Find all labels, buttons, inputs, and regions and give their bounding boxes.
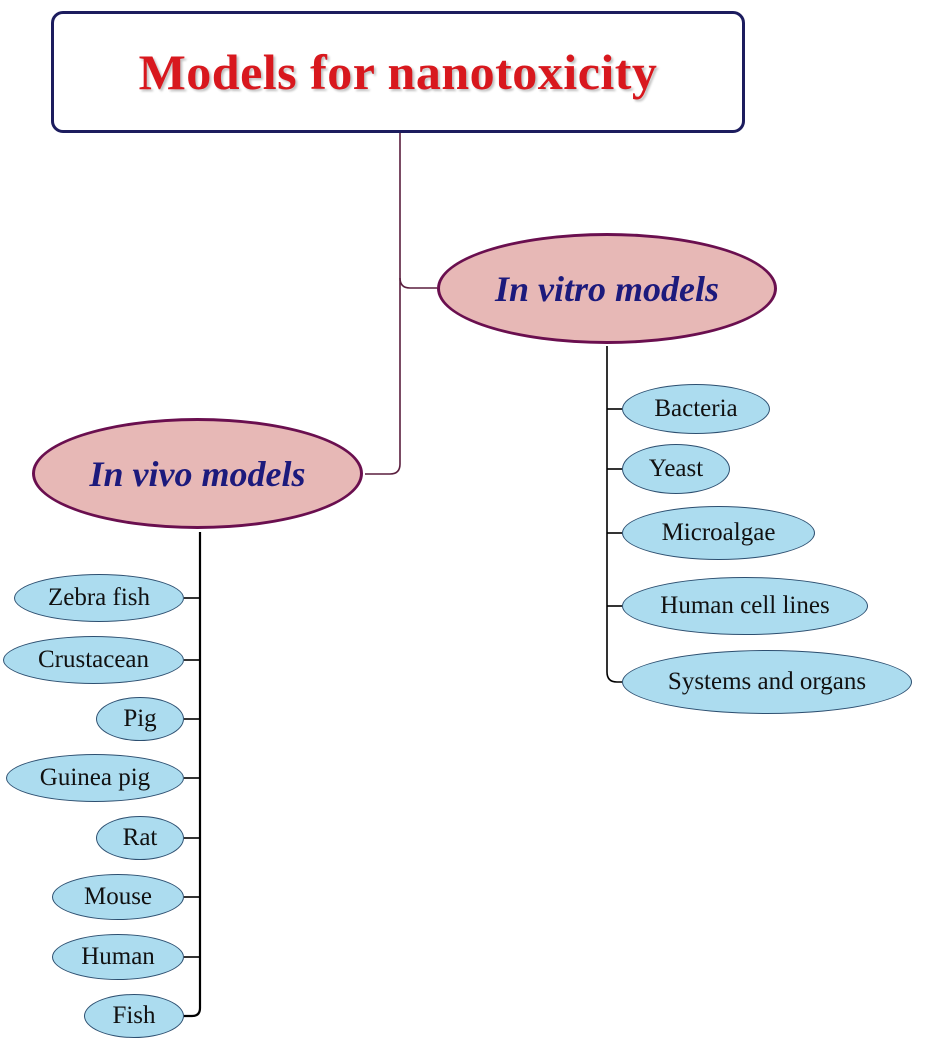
leaf-systems-and-organs: Systems and organs [622,650,912,714]
leaf-rat: Rat [96,816,184,860]
leaf-fish: Fish [84,994,184,1038]
leaf-mouse: Mouse [52,874,184,920]
leaf-human-cell-lines: Human cell lines [622,577,868,635]
leaf-guinea-pig-label: Guinea pig [39,764,151,791]
connector-title-invivo [365,278,401,475]
leaf-pig-label: Pig [123,705,157,732]
leaf-fish-label: Fish [112,1002,156,1029]
leaf-zebra-fish-label: Zebra fish [47,584,151,611]
title-box: Models for nanotoxicity [51,11,745,133]
leaf-crustacean-label: Crustacean [37,646,150,673]
leaf-bacteria-label: Bacteria [654,395,738,422]
leaf-crustacean: Crustacean [3,636,184,684]
leaf-yeast-label: Yeast [648,455,704,482]
leaf-guinea-pig: Guinea pig [6,754,184,802]
branch-in-vitro: In vitro models [437,233,777,344]
leaf-rat-label: Rat [122,824,158,851]
connector-title-invitro [399,133,437,289]
leaf-pig: Pig [96,697,184,741]
branch-in-vitro-label: In vitro models [494,268,719,309]
leaf-microalgae-label: Microalgae [661,519,776,546]
leaf-systems-and-organs-label: Systems and organs [667,668,867,695]
branch-in-vivo-label: In vivo models [89,453,306,494]
leaf-bacteria: Bacteria [622,384,770,434]
leaf-mouse-label: Mouse [83,883,153,910]
leaf-human: Human [52,934,184,980]
diagram-title: Models for nanotoxicity [138,44,658,100]
connector-invitro-spine [606,346,622,683]
leaf-human-label: Human [81,943,155,970]
leaf-human-cell-lines-label: Human cell lines [660,592,830,619]
leaf-yeast: Yeast [622,444,730,494]
branch-in-vivo: In vivo models [32,418,363,529]
leaf-microalgae: Microalgae [622,506,815,560]
connector-invivo-spine [184,532,202,1018]
leaf-zebra-fish: Zebra fish [14,574,184,622]
